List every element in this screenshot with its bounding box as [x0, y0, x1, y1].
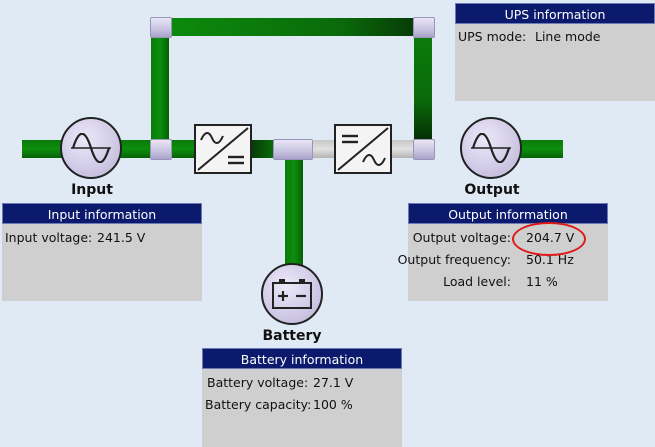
output-voltage-highlight-ring	[512, 222, 586, 256]
battery-info-title: Battery information	[202, 348, 402, 369]
rectifier-block[interactable]	[194, 124, 252, 174]
input-info-title: Input information	[2, 203, 202, 224]
rectifier-to-dc-bus-line	[252, 140, 276, 158]
output-voltage-label: Output voltage:	[412, 230, 511, 245]
battery-capacity-value: 100 %	[313, 397, 353, 412]
input-source-node[interactable]	[60, 117, 122, 179]
ac-to-dc-icon	[197, 127, 249, 171]
battery-capacity-label: Battery capacity:	[205, 397, 312, 412]
battery-label: Battery	[262, 328, 322, 344]
battery-icon	[272, 279, 312, 309]
dc-to-ac-icon	[337, 127, 389, 171]
input-voltage-label: Input voltage:	[5, 230, 93, 245]
battery-voltage-value: 27.1 V	[313, 375, 354, 390]
bypass-top-line	[170, 18, 416, 36]
ups-info-panel: UPS information UPS mode: Line mode	[455, 3, 655, 101]
output-info-panel: Output information Output voltage: 204.7…	[398, 203, 608, 301]
input-label: Input	[71, 182, 113, 198]
output-line	[520, 140, 563, 158]
dc-bus-to-battery-line	[285, 157, 303, 267]
battery-info-panel: Battery information Battery voltage: 27.…	[202, 348, 402, 447]
output-junction-joint	[413, 139, 435, 160]
output-frequency-value: 50.1 Hz	[526, 252, 574, 267]
dc-bus-to-inverter-line	[312, 140, 336, 158]
input-voltage-value: 241.5 V	[97, 230, 146, 245]
dc-bus-joint	[273, 139, 313, 160]
sine-wave-icon	[71, 133, 111, 163]
output-label: Output	[464, 182, 520, 198]
bypass-top-right-joint	[413, 17, 435, 38]
ups-info-title: UPS information	[455, 3, 655, 24]
output-info-title: Output information	[408, 203, 608, 224]
output-frequency-label: Output frequency:	[397, 252, 511, 267]
bypass-left-vertical-line	[151, 36, 169, 142]
bypass-top-left-joint	[150, 17, 172, 38]
load-level-label: Load level:	[443, 274, 511, 289]
inverter-to-output-line	[392, 140, 414, 158]
inverter-block[interactable]	[334, 124, 392, 174]
bypass-right-vertical-line	[414, 36, 432, 142]
ups-mode-label: UPS mode:	[458, 29, 527, 44]
battery-voltage-label: Battery voltage:	[207, 375, 309, 390]
input-junction-joint	[150, 139, 172, 160]
input-info-panel: Input information Input voltage: 241.5 V	[2, 203, 202, 301]
sine-wave-icon	[471, 133, 511, 163]
load-level-value: 11 %	[526, 274, 558, 289]
battery-node[interactable]	[261, 263, 323, 325]
ups-mode-value: Line mode	[535, 29, 601, 44]
output-load-node[interactable]	[460, 117, 522, 179]
